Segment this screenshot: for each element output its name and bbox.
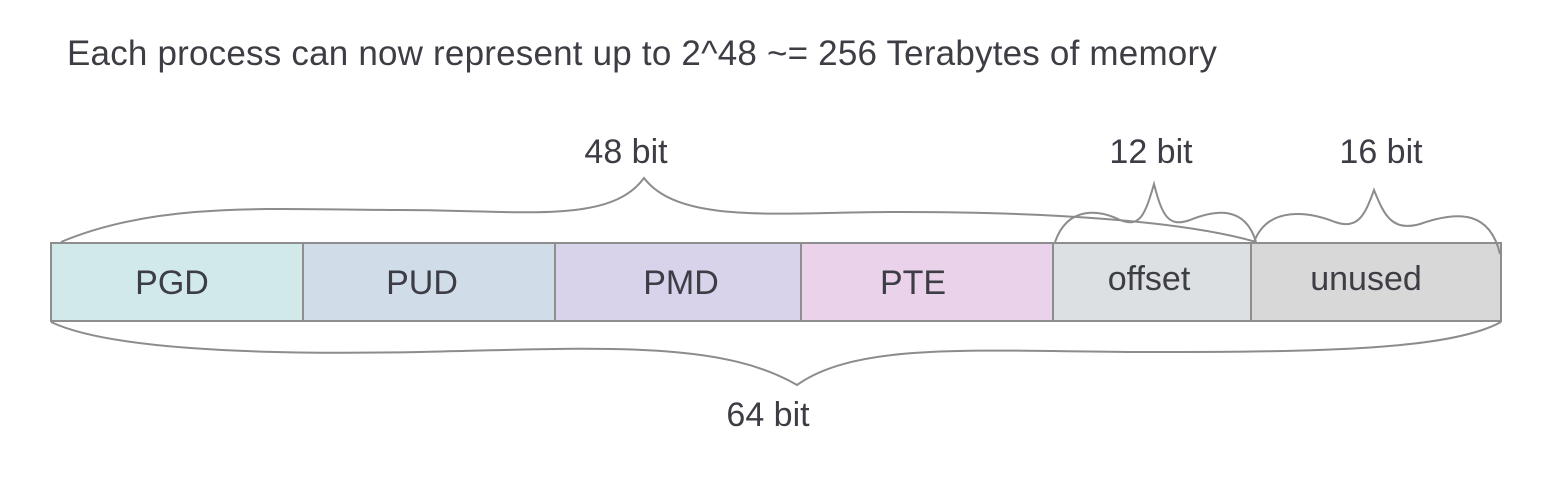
- segment-pgd-box: [50, 242, 304, 322]
- segment-unused-box: [1250, 242, 1502, 322]
- brace-12-bit-label: 12 bit: [1109, 133, 1193, 171]
- page-title: Each process can now represent up to 2^4…: [67, 34, 1218, 73]
- segment-pte: PTE: [800, 242, 1054, 322]
- segment-pud-box: [302, 242, 556, 322]
- segment-pte-label: PTE: [880, 264, 946, 302]
- brace-16-bit-label: 16 bit: [1339, 133, 1423, 171]
- segment-unused: unused: [1250, 242, 1502, 322]
- brace-64-bit-label: 64 bit: [726, 396, 810, 434]
- brace-12-bit: [1054, 180, 1257, 243]
- brace-64-bit: [50, 321, 1502, 387]
- segment-offset: offset: [1052, 242, 1252, 322]
- segment-offset-box: [1052, 242, 1252, 322]
- segment-pmd: PMD: [554, 242, 802, 322]
- brace-48-bit: [60, 176, 1257, 243]
- segment-offset-label: offset: [1108, 260, 1191, 298]
- brace-48-bit-label: 48 bit: [584, 133, 668, 171]
- brace-16-bit: [1253, 187, 1501, 255]
- segment-pud: PUD: [302, 242, 556, 322]
- segment-pgd: PGD: [50, 242, 304, 322]
- segment-unused-label: unused: [1310, 260, 1422, 298]
- segment-pmd-box: [554, 242, 802, 322]
- segment-pte-box: [800, 242, 1054, 322]
- segment-pmd-label: PMD: [643, 264, 719, 302]
- segment-pgd-label: PGD: [135, 264, 209, 302]
- segment-pud-label: PUD: [386, 264, 458, 302]
